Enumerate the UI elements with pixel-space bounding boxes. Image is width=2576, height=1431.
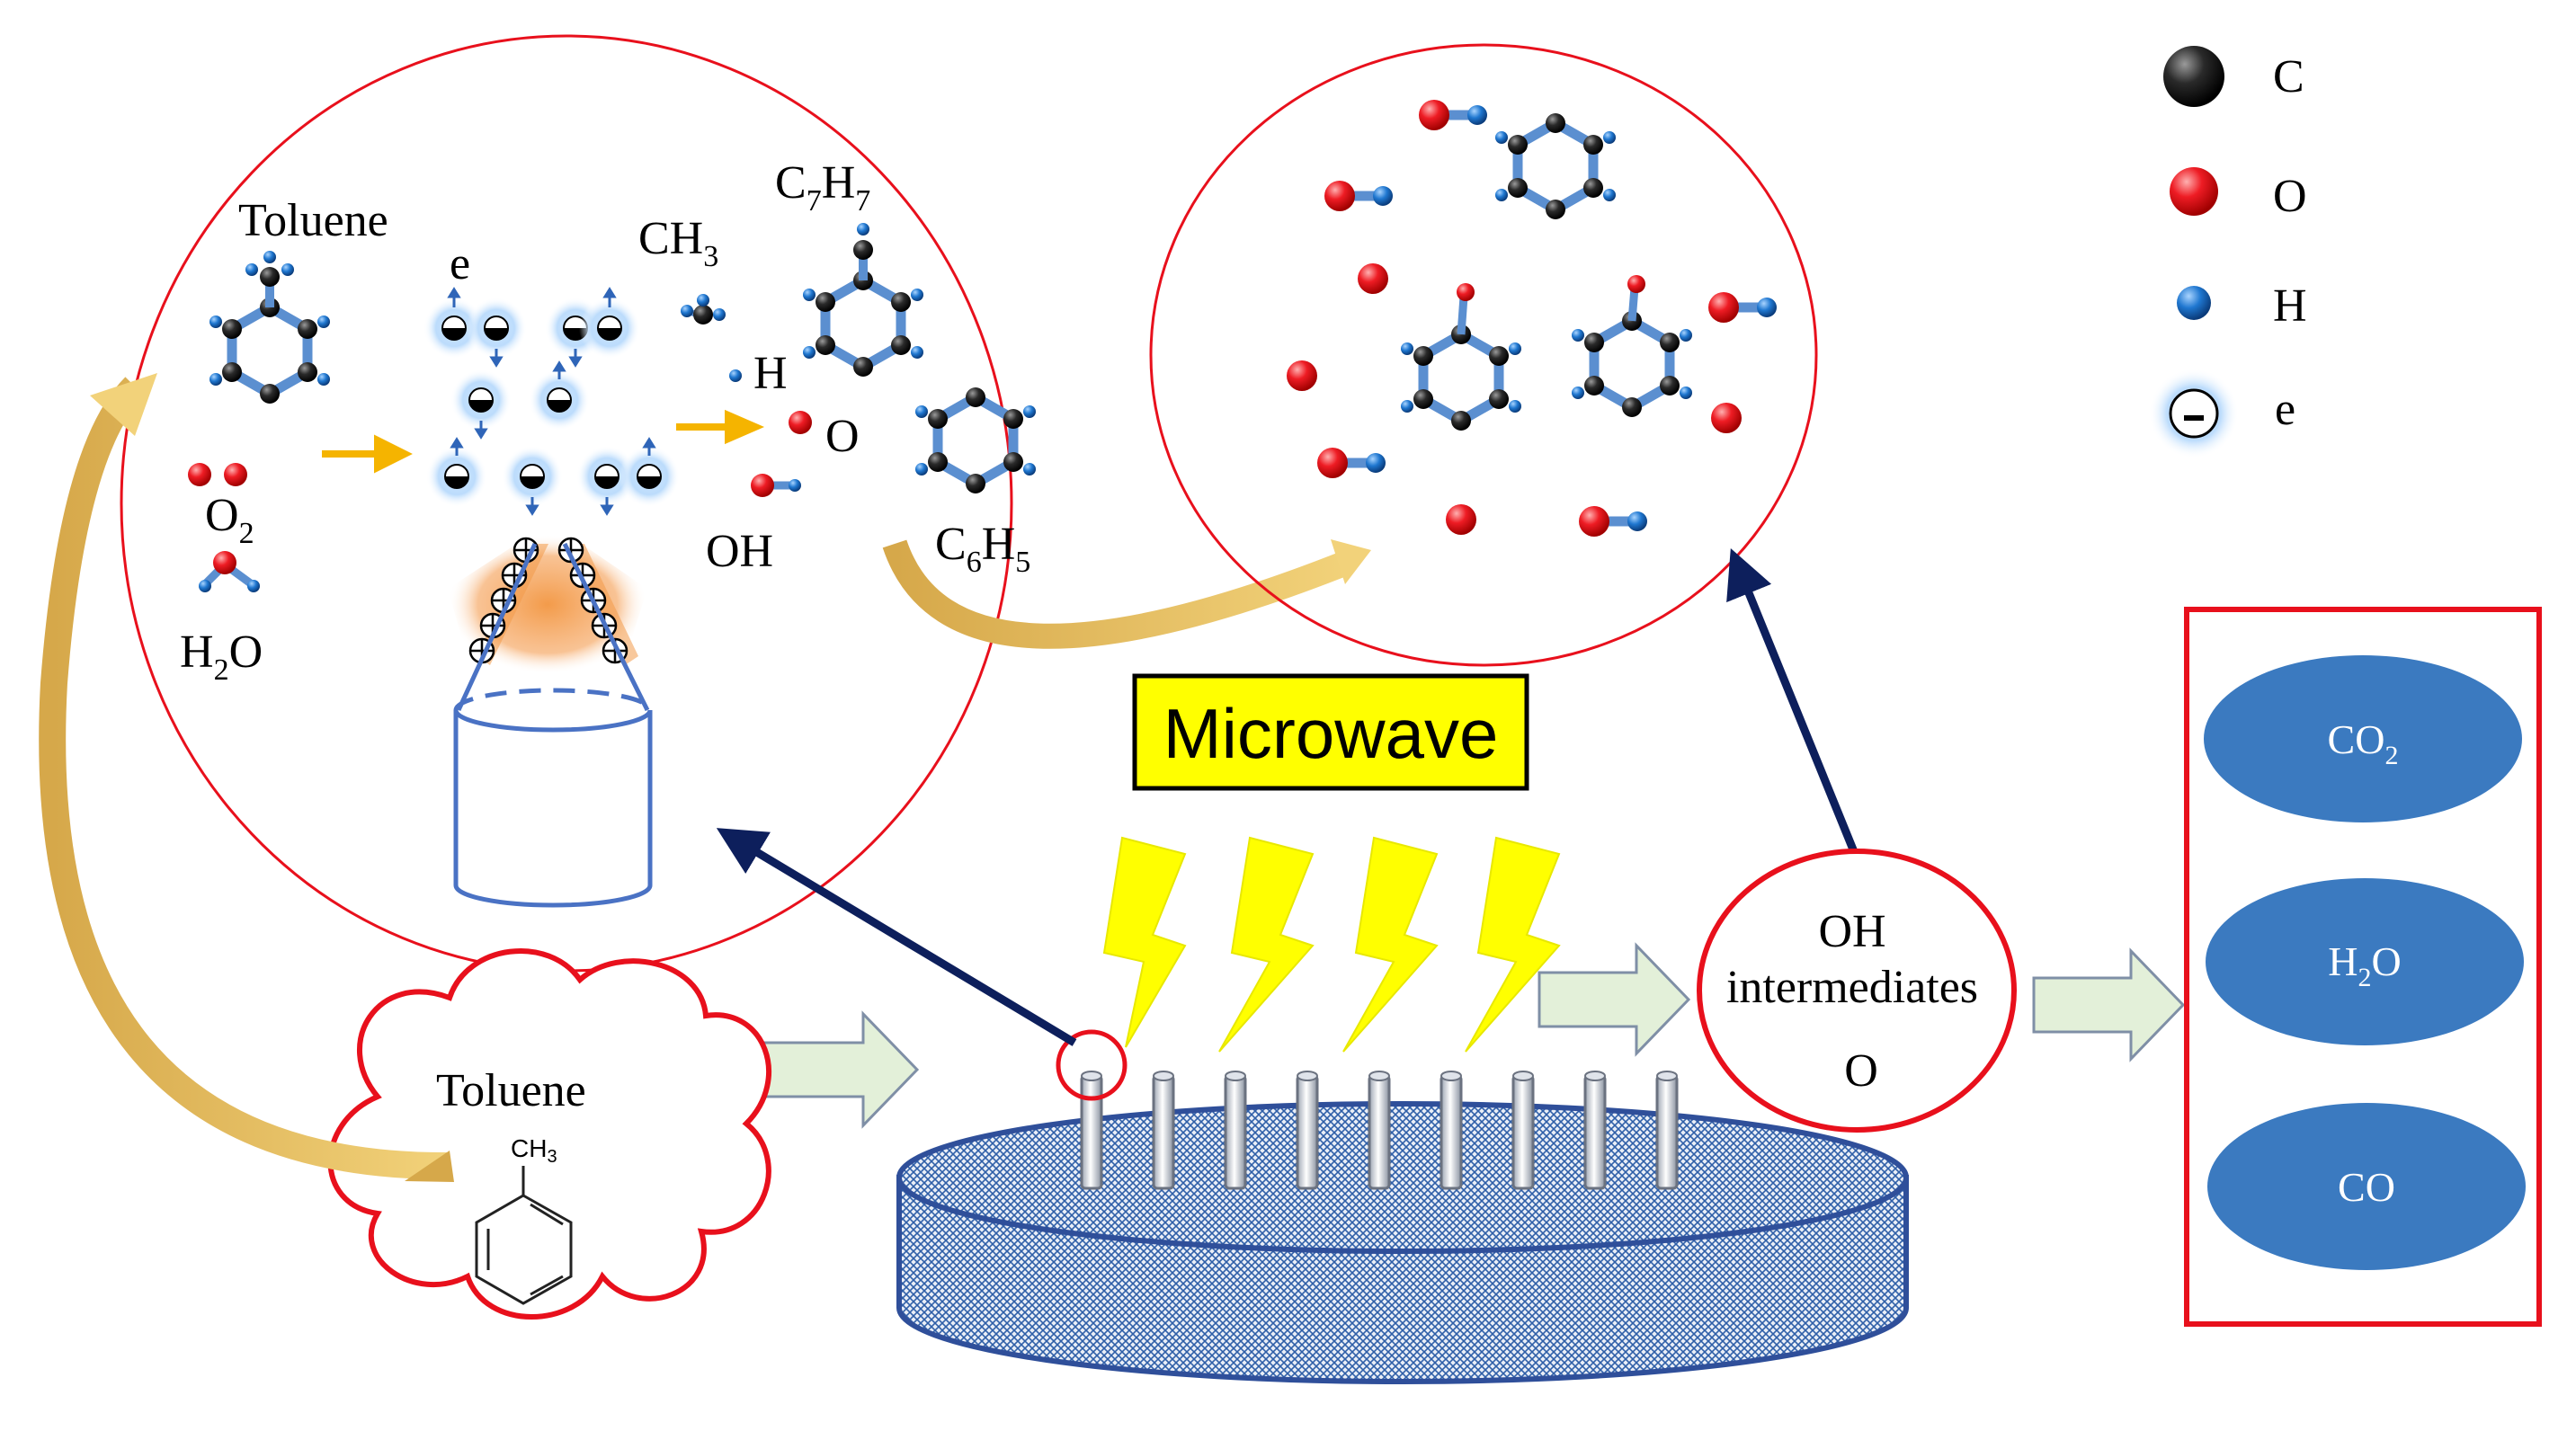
legend: C O H e (2149, 46, 2307, 458)
product-co2-pill: CO2 (2204, 655, 2522, 822)
svg-text:CH3: CH3 (511, 1134, 557, 1167)
lightning-icon (1465, 836, 1561, 1053)
curved-arrow-feed-head (90, 373, 157, 436)
intermediates-node: OH intermediates O (1697, 849, 2017, 1133)
catalyst-tip (448, 535, 653, 908)
toluene-label: Toluene (238, 195, 388, 246)
svg-text:Microwave: Microwave (1163, 694, 1499, 773)
e-label: e (450, 238, 470, 289)
microwave-label-box: Microwave (1132, 673, 1529, 791)
carbon-atom-icon (2163, 46, 2224, 107)
reactor-dish (896, 1029, 1909, 1384)
lightning-icon (1102, 836, 1187, 1048)
toluene-feed-cloud: Toluene CH3 (327, 948, 771, 1320)
microwave-bolts (1102, 836, 1561, 1053)
product-co-pill: CO (2207, 1103, 2526, 1270)
lightning-icon (1342, 836, 1439, 1053)
h2o-molecule: H2O (180, 551, 263, 687)
oxygen-atom-icon (2170, 167, 2218, 216)
product-h2o-pill: H2O (2206, 878, 2524, 1045)
legend-item-electron: e (2149, 369, 2295, 458)
svg-text:O: O (1844, 1045, 1878, 1097)
products-zoom-circle (1149, 43, 1818, 667)
svg-text:CO2: CO2 (2328, 716, 2399, 770)
svg-text:C: C (2273, 51, 2304, 102)
o-radical: O (789, 411, 860, 462)
curved-arrow-products (882, 539, 1354, 649)
svg-text:OH: OH (706, 526, 773, 577)
orange-arrow-2 (676, 409, 765, 445)
lightning-icon (1218, 836, 1315, 1053)
flow-arrow-3 (2032, 947, 2186, 1062)
electron-cluster: e (423, 238, 681, 516)
svg-text:H: H (2273, 280, 2307, 332)
c7h7-radical: C7H7 (775, 157, 923, 377)
flow-arrows (762, 942, 2186, 1129)
svg-text:e: e (2275, 384, 2295, 435)
o2-molecule: O2 (188, 463, 254, 550)
flow-arrow-2 (1538, 942, 1691, 1057)
orange-arrow-1 (322, 434, 413, 474)
svg-text:C7H7: C7H7 (775, 157, 870, 218)
svg-text:H2O: H2O (180, 627, 263, 687)
svg-text:OH: OH (1818, 906, 1885, 957)
electron-icon (2169, 388, 2219, 439)
svg-text:O: O (2273, 171, 2307, 222)
svg-text:O2: O2 (205, 490, 254, 550)
svg-text:intermediates: intermediates (1726, 962, 1978, 1013)
navy-arrow-to-products (1726, 547, 1861, 860)
legend-item-hydrogen: H (2177, 280, 2307, 332)
svg-text:H: H (753, 348, 788, 399)
svg-text:CH3: CH3 (638, 213, 718, 273)
h-radical: H (729, 348, 788, 399)
ch3-fragment: CH3 (638, 213, 726, 324)
legend-item-carbon: C (2163, 46, 2304, 107)
svg-text:O: O (825, 411, 860, 462)
reaction-zoom-circle: Toluene O2 H2O e (120, 34, 1036, 973)
oh-radical: OH (706, 474, 801, 577)
c6h5-radical: C6H5 (915, 387, 1036, 579)
svg-text:C6H5: C6H5 (935, 519, 1030, 579)
flow-arrow-1 (762, 1010, 920, 1129)
phenol-1 (1401, 283, 1521, 431)
phenol-2 (1572, 275, 1692, 417)
curved-arrow-feed (39, 377, 450, 1180)
benzene-structure-icon (475, 1166, 573, 1305)
products-box: CO2 H2O CO (2184, 607, 2542, 1327)
svg-text:CO: CO (2338, 1164, 2395, 1210)
electrode-pins (1080, 1071, 1679, 1190)
pin-highlight-circle (1056, 1029, 1128, 1101)
toluene-molecule: Toluene (209, 195, 388, 404)
svg-text:Toluene: Toluene (436, 1065, 586, 1116)
navy-arrow-to-zoom (716, 828, 1077, 1046)
hydrogen-atom-icon (2177, 286, 2211, 320)
curved-arrow-products-head (1331, 539, 1371, 584)
svg-text:H2O: H2O (2328, 938, 2401, 992)
legend-item-oxygen: O (2170, 167, 2307, 222)
